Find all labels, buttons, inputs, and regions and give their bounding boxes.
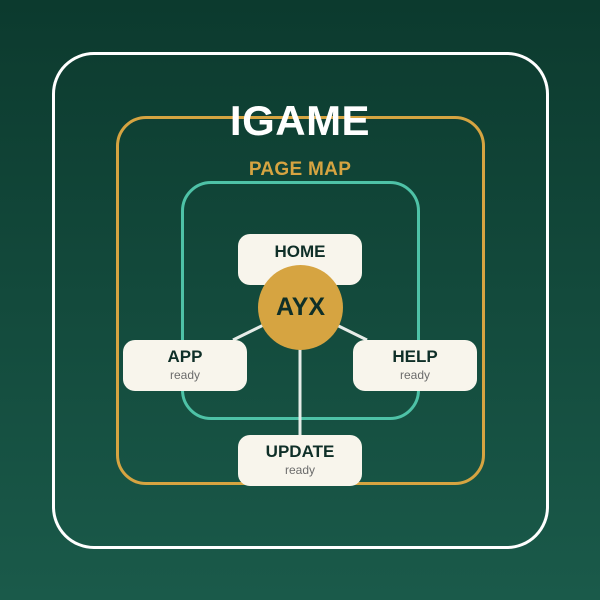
node-help-label: HELP [392,347,438,366]
outer-frame [52,52,549,549]
node-help-status: ready [399,368,431,382]
hub-node[interactable]: AYX [258,265,343,350]
node-update-status: ready [284,463,316,477]
node-app-status: ready [169,368,201,382]
node-app-label: APP [167,347,203,366]
node-update-label: UPDATE [265,442,335,461]
node-help[interactable]: HELP ready [353,340,477,391]
node-home-label: HOME [274,242,326,261]
node-update[interactable]: UPDATE ready [238,435,362,486]
node-app[interactable]: APP ready [123,340,247,391]
page-subtitle: PAGE MAP [248,159,352,180]
page-title: IGAME [229,97,371,144]
